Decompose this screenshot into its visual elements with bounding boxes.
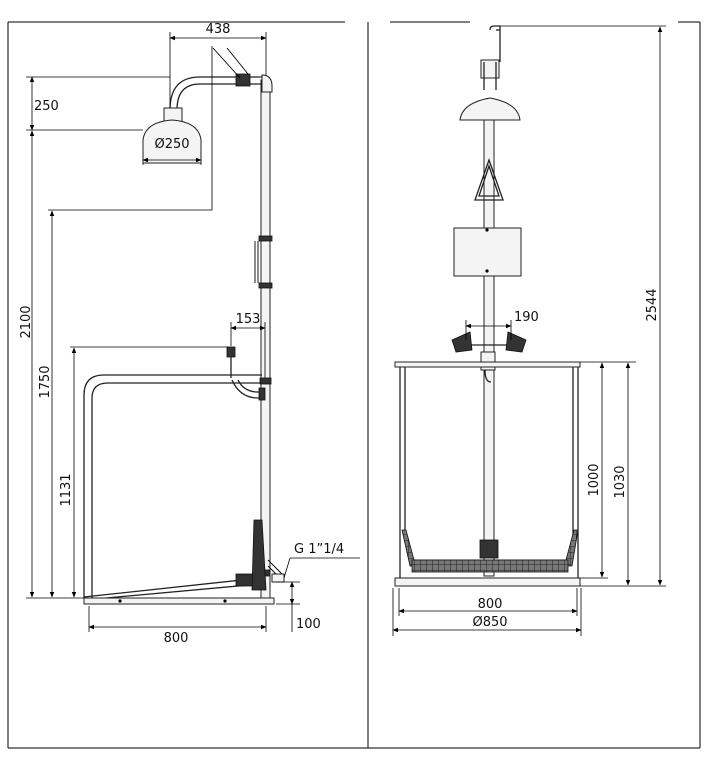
side-view: 438 250 Ø250 2100 1750 [19, 22, 360, 646]
drawing-frame [7, 21, 701, 749]
front-base [394, 577, 581, 587]
pull-handle [474, 158, 504, 201]
dim-front-width-label: 800 [478, 597, 503, 612]
dim-head-height: 250 [26, 76, 170, 131]
dim-base-width: 800 [88, 606, 267, 646]
dim-eyewash-spacing: 190 [465, 310, 539, 340]
front-view: 2544 190 1000 1030 800 [392, 25, 666, 636]
dim-head-diameter: Ø250 [142, 137, 202, 165]
sign-box [453, 227, 522, 277]
frame-rail [83, 374, 262, 598]
shower-arm [169, 47, 273, 111]
base-plate [83, 597, 275, 605]
dim-base-diameter-label: Ø850 [472, 615, 507, 630]
dim-frame-height-label: 1000 [587, 463, 602, 496]
dim-frame-height: 1000 [580, 361, 636, 579]
dim-total-height-label: 2544 [645, 288, 660, 321]
dim-platform: 100 [276, 581, 321, 632]
front-main-pipe [483, 119, 495, 577]
dim-frame-height-total: 1030 [613, 362, 631, 586]
foot-pedal [83, 519, 285, 601]
dim-inlet-label: G 1”1/4 [294, 542, 344, 557]
dim-frame-height-total-label: 1030 [613, 465, 628, 498]
dim-head-clearance-label: 2100 [19, 305, 34, 338]
dim-total-height: 2544 [500, 25, 666, 587]
dim-front-width: 800 [398, 588, 578, 616]
dim-eyewash-spacing-label: 190 [514, 310, 539, 325]
dim-eyewash-height-label: 1750 [38, 365, 53, 398]
dim-head-clearance: 2100 [19, 130, 84, 599]
dim-bowl-height-label: 1131 [59, 473, 74, 506]
dim-bowl-height: 1131 [59, 346, 228, 598]
dim-eyewash-offset: 153 [230, 312, 266, 378]
dim-inlet: G 1”1/4 [283, 542, 360, 579]
eyewash-bowl [226, 346, 266, 401]
shower-hook [480, 25, 501, 90]
dim-eyewash-offset-label: 153 [236, 312, 261, 327]
dim-base-width-label: 800 [164, 631, 189, 646]
front-frame [394, 361, 581, 578]
dim-base-diameter: Ø850 [392, 588, 582, 636]
shower-head [142, 107, 202, 164]
pull-rod [254, 241, 259, 283]
dim-platform-label: 100 [296, 617, 321, 632]
front-shower-head [459, 97, 521, 121]
dim-head-height-label: 250 [34, 99, 59, 114]
dim-head-diameter-label: Ø250 [154, 137, 189, 152]
grate-basin [401, 529, 579, 573]
dim-arm-width: 438 [169, 22, 267, 108]
dim-eyewash-height: 1750 [38, 46, 213, 598]
dim-arm-width-label: 438 [206, 22, 231, 37]
